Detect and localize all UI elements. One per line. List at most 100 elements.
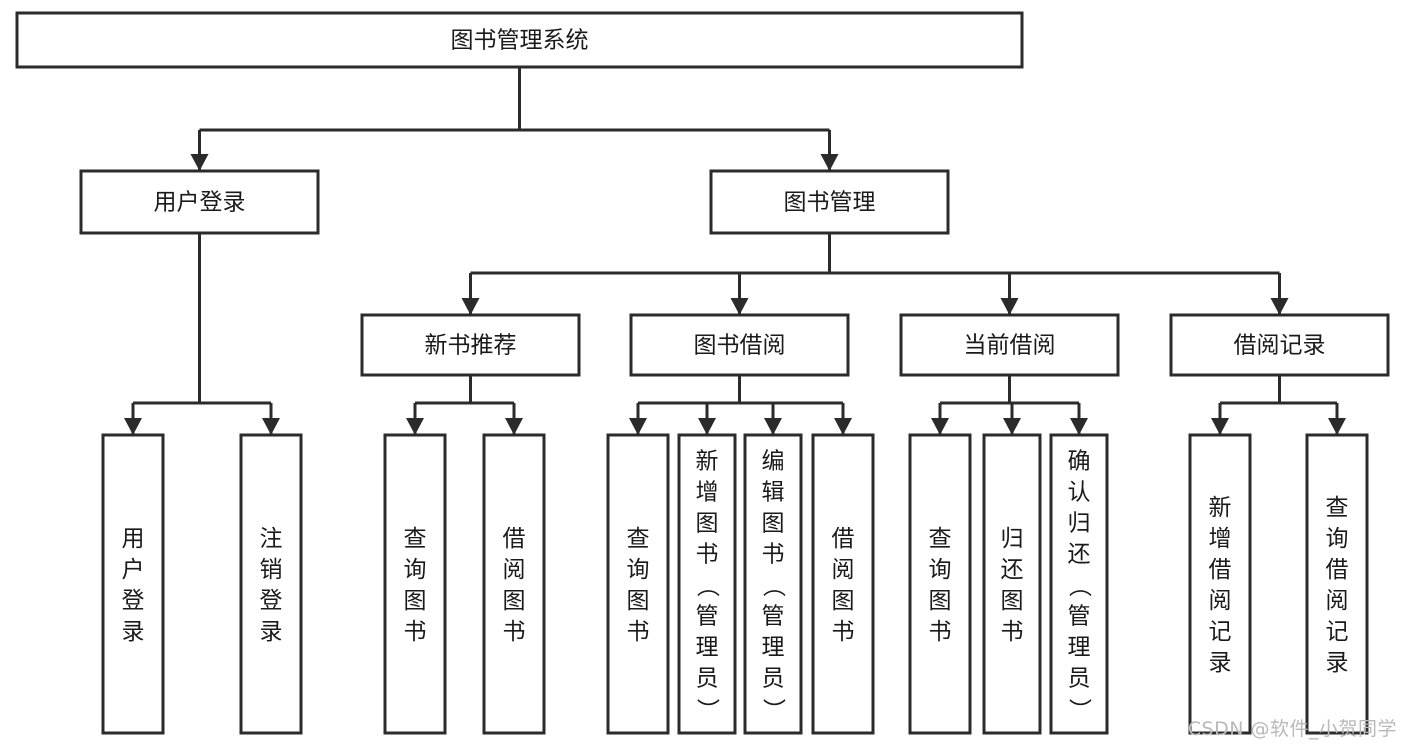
node-label-char: 还 bbox=[1001, 557, 1024, 583]
node-box bbox=[743, 433, 803, 735]
node-box bbox=[15, 11, 1024, 69]
node-label-char: 编 bbox=[762, 449, 785, 475]
node-label-char: 查 bbox=[1326, 495, 1349, 521]
node-label-char: 阅 bbox=[1326, 588, 1349, 614]
node-label: 图书管理系统 bbox=[451, 28, 589, 54]
node-label-char: 理 bbox=[1068, 635, 1091, 661]
node-box bbox=[101, 433, 165, 735]
node-box bbox=[1305, 433, 1369, 735]
edge-arrowhead bbox=[190, 154, 209, 171]
node-box bbox=[899, 313, 1120, 377]
node-label-char: 书 bbox=[762, 542, 785, 568]
node-box bbox=[239, 433, 303, 735]
node-label-char: 图 bbox=[404, 588, 427, 614]
edge-arrowhead bbox=[1000, 298, 1019, 315]
node-box bbox=[1049, 433, 1109, 735]
node-box bbox=[360, 313, 581, 377]
node-label-char: 阅 bbox=[832, 557, 855, 583]
node-label-char: 录 bbox=[1326, 650, 1349, 676]
node-label-char: 录 bbox=[1209, 650, 1232, 676]
node-box bbox=[1188, 433, 1252, 735]
edge-arrowhead bbox=[461, 298, 480, 315]
node-box bbox=[1169, 313, 1390, 377]
node-label-char: 录 bbox=[122, 619, 145, 645]
node-borrow-record[interactable]: 借阅记录 bbox=[1169, 313, 1390, 377]
node-label-char: 员 bbox=[1068, 666, 1091, 692]
node-label-char: 阅 bbox=[1209, 588, 1232, 614]
node-label-char: 借 bbox=[1326, 557, 1349, 583]
node-label-char: 记 bbox=[1326, 619, 1349, 645]
node-book-manage[interactable]: 图书管理 bbox=[709, 169, 950, 235]
node-label-char: 阅 bbox=[503, 557, 526, 583]
node-label-char: 注 bbox=[260, 526, 283, 552]
node-label: 图书管理 bbox=[784, 190, 876, 216]
edge-arrowhead bbox=[834, 418, 852, 435]
edge-arrowhead bbox=[406, 418, 424, 435]
node-label-char: 归 bbox=[1068, 511, 1091, 537]
node-current-borrow[interactable]: 当前借阅 bbox=[899, 313, 1120, 377]
node-label: 图书借阅 bbox=[694, 333, 786, 359]
edge-arrowhead bbox=[820, 154, 839, 171]
node-label: 用户登录 bbox=[154, 190, 246, 216]
node-label-char: 图 bbox=[696, 511, 719, 537]
node-box bbox=[606, 433, 670, 735]
node-label-char: 管 bbox=[1068, 604, 1091, 630]
node-box bbox=[482, 433, 546, 735]
node-label-char: 管 bbox=[762, 604, 785, 630]
node-label-char: 图 bbox=[762, 511, 785, 537]
node-user-login[interactable]: 用户登录 bbox=[79, 169, 320, 235]
node-label-char: 图 bbox=[1001, 588, 1024, 614]
node-label-char: 户 bbox=[122, 557, 145, 583]
node-label-char: （ bbox=[760, 574, 786, 597]
node-label-char: 书 bbox=[929, 619, 952, 645]
node-box bbox=[811, 433, 875, 735]
node-box bbox=[709, 169, 950, 235]
edge-arrowhead bbox=[931, 418, 949, 435]
node-label-char: 还 bbox=[1068, 542, 1091, 568]
nodes-layer: 图书管理系统用户登录图书管理新书推荐图书借阅当前借阅借阅记录用户登录注销登录查询… bbox=[15, 11, 1390, 735]
node-label-char: ） bbox=[760, 698, 786, 721]
node-label-char: 员 bbox=[696, 666, 719, 692]
node-label-char: 图 bbox=[832, 588, 855, 614]
node-root[interactable]: 图书管理系统 bbox=[15, 11, 1024, 69]
node-book-borrow[interactable]: 图书借阅 bbox=[629, 313, 850, 377]
node-label-char: 书 bbox=[1001, 619, 1024, 645]
node-label-char: 查 bbox=[929, 526, 952, 552]
node-label-char: 询 bbox=[627, 557, 650, 583]
node-label-char: 查 bbox=[627, 526, 650, 552]
node-label-char: 图 bbox=[929, 588, 952, 614]
node-label: 借阅记录 bbox=[1234, 333, 1326, 359]
node-label-char: 理 bbox=[762, 635, 785, 661]
node-box bbox=[79, 169, 320, 235]
node-label-char: ） bbox=[1066, 698, 1092, 721]
node-label-char: 书 bbox=[503, 619, 526, 645]
node-label-char: 登 bbox=[122, 588, 145, 614]
node-label-char: 借 bbox=[832, 526, 855, 552]
node-label-char: 录 bbox=[260, 619, 283, 645]
node-new-book-rec[interactable]: 新书推荐 bbox=[360, 313, 581, 377]
node-label-char: 用 bbox=[122, 526, 145, 552]
node-label-char: 员 bbox=[762, 666, 785, 692]
edge-arrowhead bbox=[730, 298, 749, 315]
node-label-char: 借 bbox=[503, 526, 526, 552]
node-leaf-user-login[interactable]: 用户登录 bbox=[101, 433, 165, 735]
node-label-char: 登 bbox=[260, 588, 283, 614]
node-label-char: 新 bbox=[1209, 495, 1232, 521]
node-box bbox=[383, 433, 447, 735]
node-box bbox=[908, 433, 972, 735]
edge-arrowhead bbox=[698, 418, 716, 435]
